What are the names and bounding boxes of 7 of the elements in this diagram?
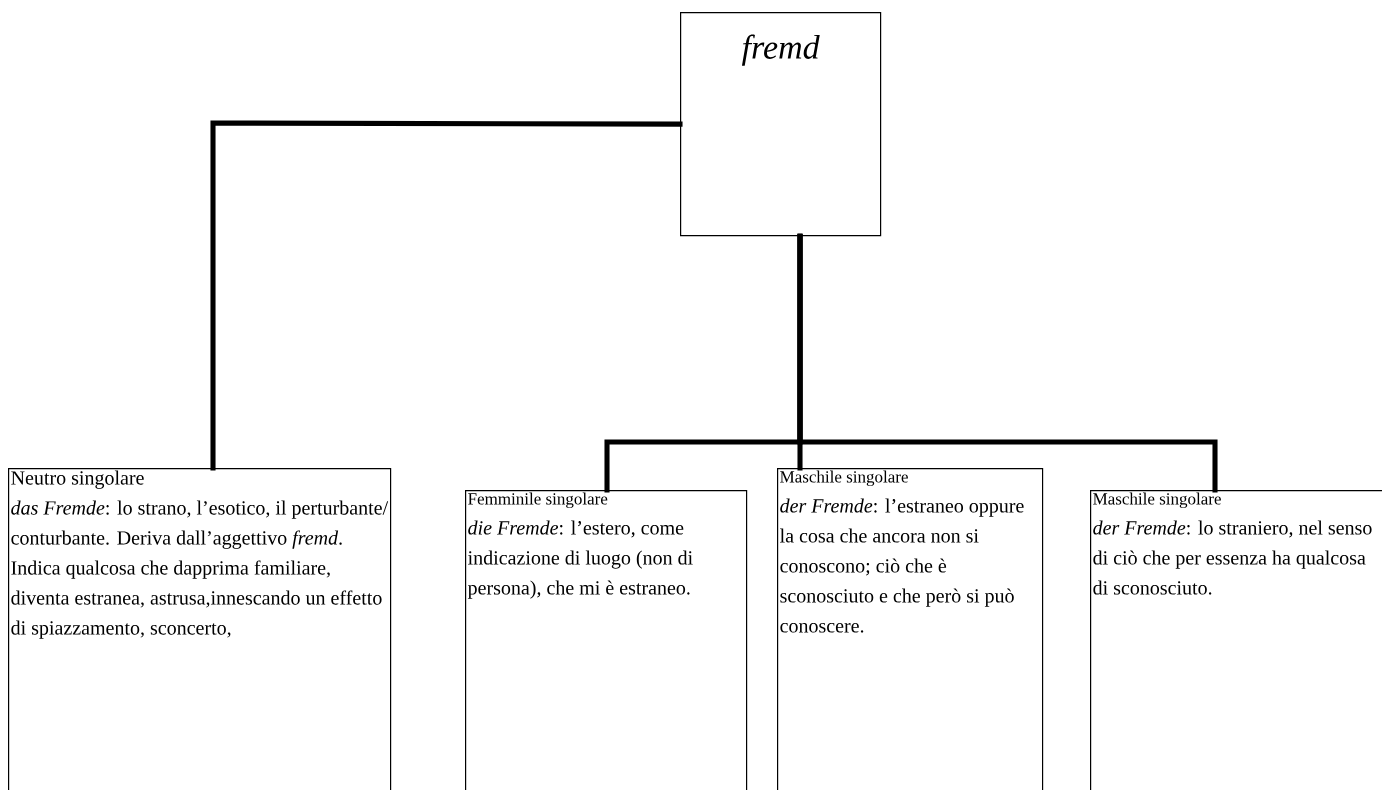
text-box: Maschile singolare der Fremde: l’estraneo oppure la cosa che ancora non si conoscono; ciò che è sconosciuto e che però si può conoscere.	[777, 468, 1044, 790]
text-box: Femminile singolare die Fremde: l’estero, come indicazione di luogo (non di persona), che mi è estraneo.	[465, 490, 748, 790]
connector-line	[210, 120, 683, 471]
text-box: Maschile singolare der Fremde: lo straniero, nel senso di ciò che per essenza ha qualcosa di sconosciuto.	[1090, 490, 1382, 790]
text-box: Neutro singolare das Fremde: lo strano, l’esotico, il perturbante/ conturbante. Deriva dall’aggettivo fremd. Indica qualcosa che dapprima familiare, diventa estranea, astrusa,innescando un effetto di spiazzamento, sconcerto,	[8, 468, 392, 790]
connector-line	[797, 233, 1218, 493]
title-box: fremd	[680, 12, 882, 237]
